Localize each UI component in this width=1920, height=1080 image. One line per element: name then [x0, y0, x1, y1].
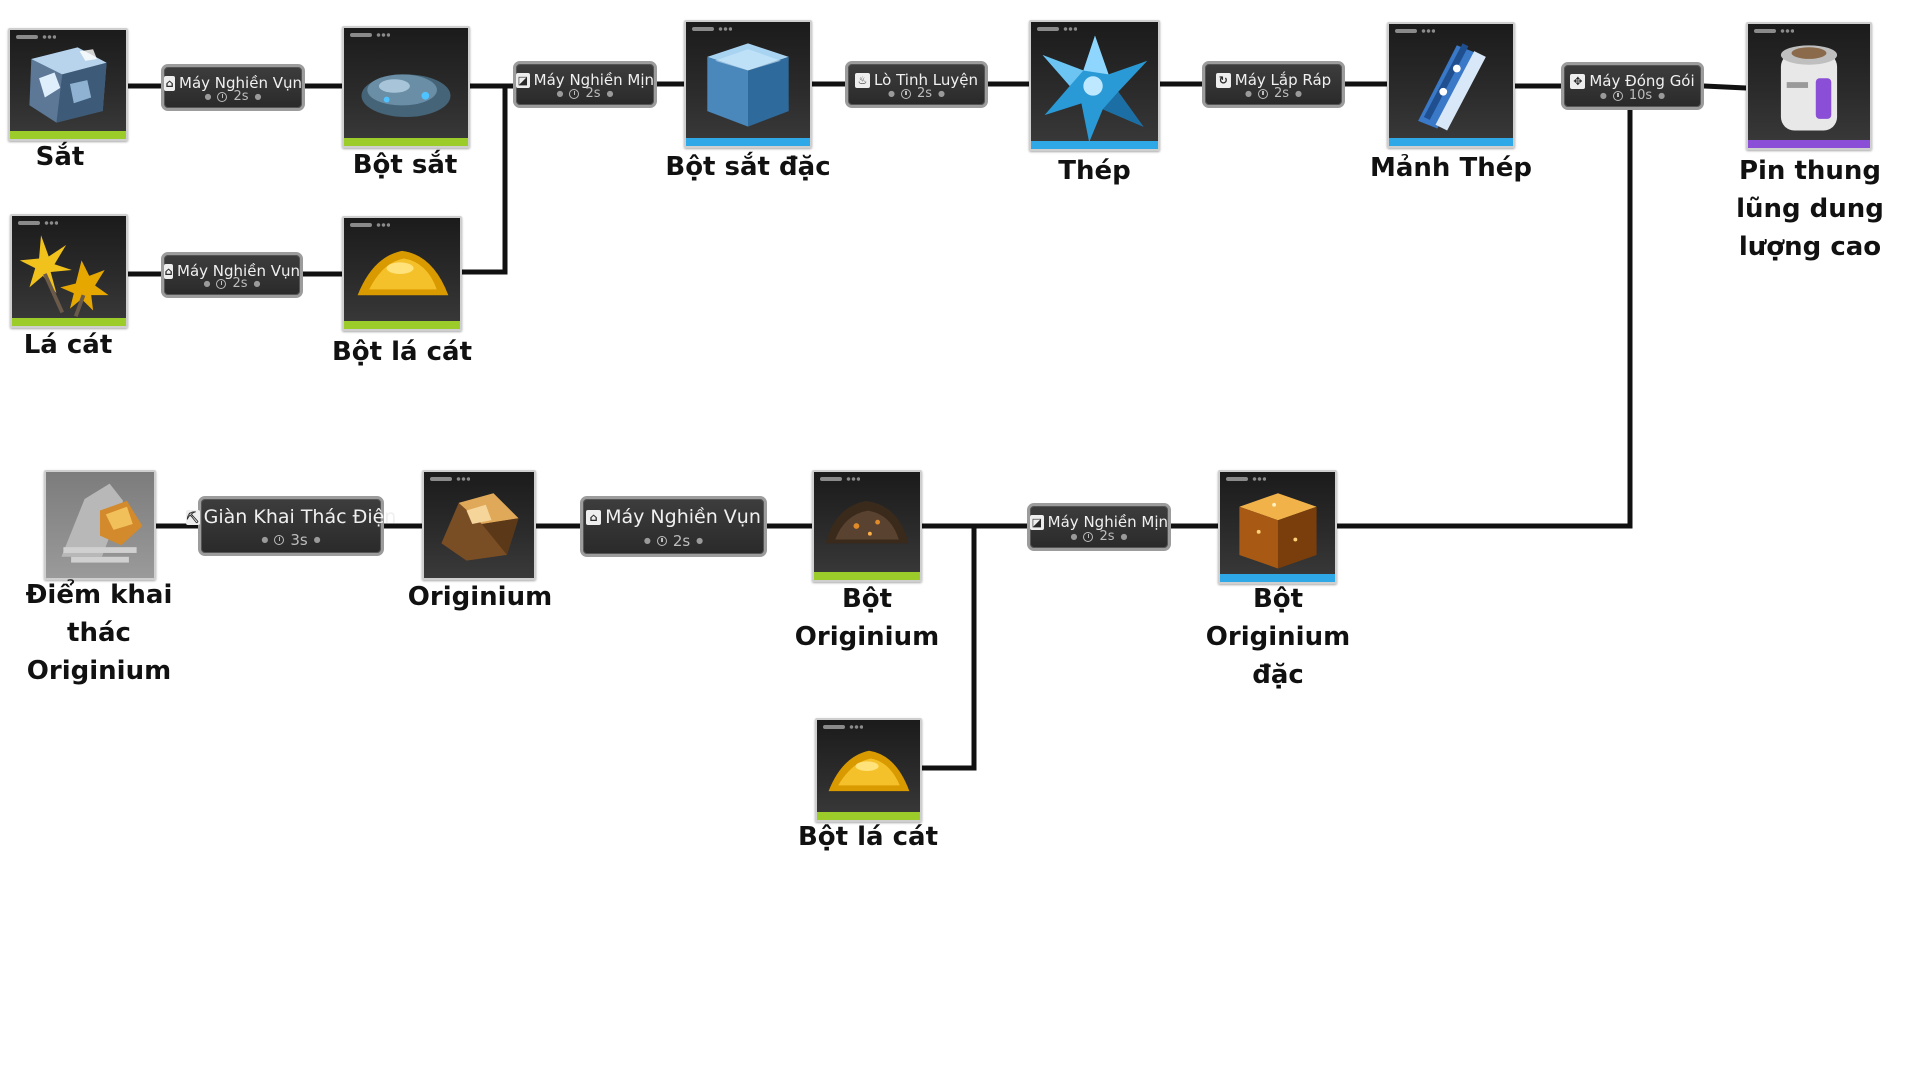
- machine-shredder[interactable]: ⌂Máy Nghiền Vụn ●2s●: [161, 252, 303, 298]
- clock-icon: [274, 535, 285, 545]
- machine-time: 10s: [1628, 88, 1653, 103]
- clock-icon: [216, 279, 227, 289]
- dense-iron-powder-icon: [707, 43, 789, 127]
- clock-icon: [1257, 89, 1268, 99]
- machine-name: Máy Đóng Gói: [1589, 72, 1695, 90]
- item-label: Bột lá cát: [331, 337, 473, 367]
- clock-icon: [1083, 532, 1094, 542]
- quality-dots: [820, 477, 860, 481]
- machine-time: 2s: [672, 532, 691, 550]
- item-label: Bột sắt đặc: [665, 152, 831, 182]
- machine-time: 3s: [290, 531, 308, 549]
- shredder-icon: ⌂: [586, 509, 602, 525]
- quality-dots: [430, 477, 470, 481]
- item-label: Pin thung lũng dung lượng cao: [1736, 156, 1884, 262]
- quality-dots: [1226, 477, 1266, 481]
- machine-refinery[interactable]: ♨Lò Tinh Luyện ●2s●: [845, 61, 988, 108]
- grinder-icon: ◪: [516, 72, 530, 88]
- machine-time: 2s: [585, 86, 601, 101]
- clock-icon: [900, 89, 911, 99]
- battery-icon: [1780, 45, 1838, 131]
- shredder-icon: ⌂: [164, 75, 176, 91]
- item-label: Thép: [1058, 156, 1131, 186]
- clock-icon: [569, 89, 580, 99]
- iron-powder-icon: [361, 74, 451, 117]
- dense-originium-powder-icon: [1239, 493, 1317, 569]
- iron-ore-icon: [29, 47, 107, 123]
- wire-m6-pin: [1701, 83, 1749, 91]
- quality-dots: [350, 223, 390, 227]
- machine-shredder[interactable]: ⌂Máy Nghiền Vụn ●2s●: [161, 64, 305, 111]
- packager-icon: ✥: [1570, 73, 1586, 89]
- machine-name: Giàn Khai Thác Điện: [203, 506, 397, 528]
- quality-dots: [1395, 29, 1435, 33]
- quality-dots: [823, 725, 863, 729]
- machine-packager[interactable]: ✥Máy Đóng Gói ●10s●: [1561, 62, 1704, 110]
- electric-mining-rig-icon: ⛏: [185, 509, 200, 525]
- machine-assembler[interactable]: ↻Máy Lắp Ráp ●2s●: [1202, 61, 1345, 108]
- quality-dots: [1037, 27, 1077, 31]
- item-label: Mảnh Thép: [1370, 153, 1532, 183]
- clock-icon: [1612, 91, 1623, 101]
- machine-name: Máy Nghiền Mịn: [533, 71, 654, 89]
- item-label: Điểm khai thác Originium: [25, 580, 173, 686]
- item-label: Bột lá cát: [797, 822, 939, 852]
- steel-part-icon: [1418, 43, 1486, 131]
- machine-shredder[interactable]: ⌂Máy Nghiền Vụn ●2s●: [580, 496, 767, 557]
- item-label: Lá cát: [23, 330, 113, 360]
- machine-name: Máy Nghiền Vụn: [605, 506, 761, 528]
- quality-dots: [350, 33, 390, 37]
- machine-time: 2s: [1099, 529, 1115, 544]
- machine-grinder[interactable]: ◪Máy Nghiền Mịn ●2s●: [1027, 503, 1171, 551]
- sandleaf-icon: [19, 235, 109, 318]
- item-label: Sắt: [35, 142, 85, 172]
- shredder-icon: ⌂: [164, 263, 174, 279]
- quality-dots: [16, 35, 56, 39]
- quality-dots: [1754, 29, 1794, 33]
- machine-name: Máy Nghiền Mịn: [1047, 513, 1168, 531]
- machine-electric-mining-rig[interactable]: ⛏Giàn Khai Thác Điện ●3s●: [185, 496, 396, 556]
- sandleaf-powder-icon: [357, 250, 449, 296]
- originium-powder-icon: [825, 500, 909, 544]
- assembler-icon: ↻: [1215, 72, 1231, 88]
- machine-name: Máy Nghiền Vụn: [179, 74, 302, 92]
- originium-ore-icon: [441, 493, 519, 561]
- machine-name: Lò Tinh Luyện: [874, 71, 978, 89]
- machine-grinder[interactable]: ◪Máy Nghiền Mịn ●2s●: [513, 61, 657, 108]
- item-label: Originium: [407, 582, 553, 612]
- item-label: Bột Originium đặc: [1205, 584, 1351, 690]
- machine-time: 2s: [232, 276, 248, 291]
- refinery-icon: ♨: [855, 72, 871, 88]
- clock-icon: [217, 92, 228, 102]
- steel-icon: [1042, 35, 1148, 143]
- machine-time: 2s: [233, 89, 249, 104]
- clock-icon: [656, 536, 667, 546]
- machine-time: 2s: [1273, 86, 1290, 101]
- quality-dots: [692, 27, 732, 31]
- machine-time: 2s: [916, 86, 933, 101]
- sandleaf-powder-icon: [828, 750, 910, 792]
- quality-dots: [18, 221, 58, 225]
- machine-name: Máy Nghiền Vụn: [177, 262, 300, 280]
- item-label: Bột Originium: [794, 584, 940, 652]
- machine-name: Máy Lắp Ráp: [1234, 71, 1332, 89]
- grinder-icon: ◪: [1030, 514, 1044, 530]
- originium-deposit-icon: [61, 483, 143, 563]
- item-label: Bột sắt: [352, 150, 458, 180]
